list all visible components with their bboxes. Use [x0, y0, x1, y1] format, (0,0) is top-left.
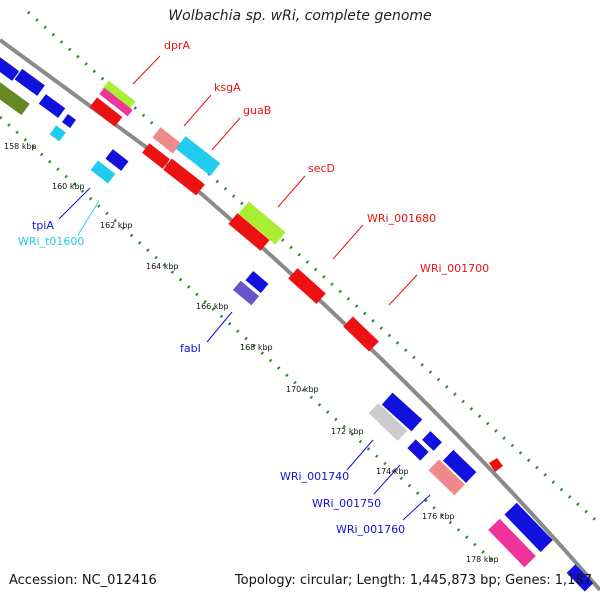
gene-feature [90, 160, 116, 184]
gene-feature [62, 114, 76, 128]
accession-label: Accession: NC_012416 [9, 573, 157, 588]
gene-label[interactable]: WRi_001680 [367, 212, 436, 225]
scale-label: 174 kbp [376, 467, 409, 476]
gene-feature [175, 136, 221, 176]
gene-label[interactable]: fabI [180, 342, 201, 355]
topology-label: Topology: circular; Length: 1,445,873 bp… [234, 573, 592, 588]
map-title: Wolbachia sp. wRi, complete genome [168, 8, 432, 24]
gene-label[interactable]: WRi_001740 [280, 470, 349, 483]
gene-feature [89, 97, 123, 127]
gene-feature [368, 403, 408, 441]
gene-feature [38, 94, 66, 118]
gene-feature [422, 431, 442, 451]
gene-feature [49, 125, 66, 142]
gene-feature [152, 127, 181, 154]
gene-label[interactable]: dprA [164, 39, 190, 52]
scale-label: 178 kbp [466, 555, 499, 564]
outer-gene-track [0, 57, 594, 592]
scale-label: 176 kbp [422, 512, 455, 521]
gene-label[interactable]: guaB [243, 104, 271, 117]
scale-label: 164 kbp [146, 262, 179, 271]
gene-label[interactable]: tpiA [32, 219, 54, 232]
genome-backbone [0, 38, 600, 592]
gene-feature [407, 439, 429, 461]
gene-feature [163, 158, 205, 196]
gene-label[interactable]: WRi_001750 [312, 497, 381, 510]
scale-label: 162 kbp [100, 221, 133, 230]
gene-label[interactable]: WRi_001700 [420, 262, 489, 275]
gene-feature [488, 518, 536, 568]
gene-feature [105, 149, 129, 171]
scale-label: 158 kbp [4, 142, 37, 151]
gene-feature [343, 316, 379, 352]
gene-feature [288, 268, 326, 304]
gene-feature [504, 502, 553, 552]
gene-feature [245, 270, 269, 294]
scale-label: 172 kbp [331, 427, 364, 436]
gene-labels: dprA ksgA guaB secD WRi_001680 WRi_00170… [18, 39, 489, 536]
gene-feature [381, 392, 423, 432]
gene-feature [238, 201, 286, 245]
gene-label[interactable]: WRi_t01600 [18, 235, 84, 248]
gene-feature [102, 80, 136, 110]
gene-feature [0, 76, 30, 116]
leader-lines [58, 55, 431, 521]
scale-labels: 158 kbp 160 kbp 162 kbp 164 kbp 166 kbp … [4, 142, 499, 564]
scale-label: 168 kbp [240, 343, 273, 352]
scale-label: 166 kbp [196, 302, 229, 311]
gene-feature [228, 213, 270, 251]
inner-tick-row [0, 115, 494, 562]
gene-feature [566, 564, 594, 592]
gene-label[interactable]: WRi_001760 [336, 523, 405, 536]
gene-feature [142, 143, 170, 169]
gene-feature [428, 459, 465, 496]
gene-feature [442, 449, 477, 483]
inner-gene-track [49, 125, 429, 461]
gene-label[interactable]: secD [308, 162, 335, 175]
gene-feature [14, 68, 45, 96]
gene-label[interactable]: ksgA [214, 81, 241, 94]
outer-tick-row [26, 10, 600, 526]
scale-label: 170 kbp [286, 385, 319, 394]
gene-feature [0, 57, 19, 81]
gene-feature [489, 458, 503, 472]
gene-feature [99, 87, 133, 117]
gene-feature [232, 280, 260, 306]
scale-label: 160 kbp [52, 182, 85, 191]
